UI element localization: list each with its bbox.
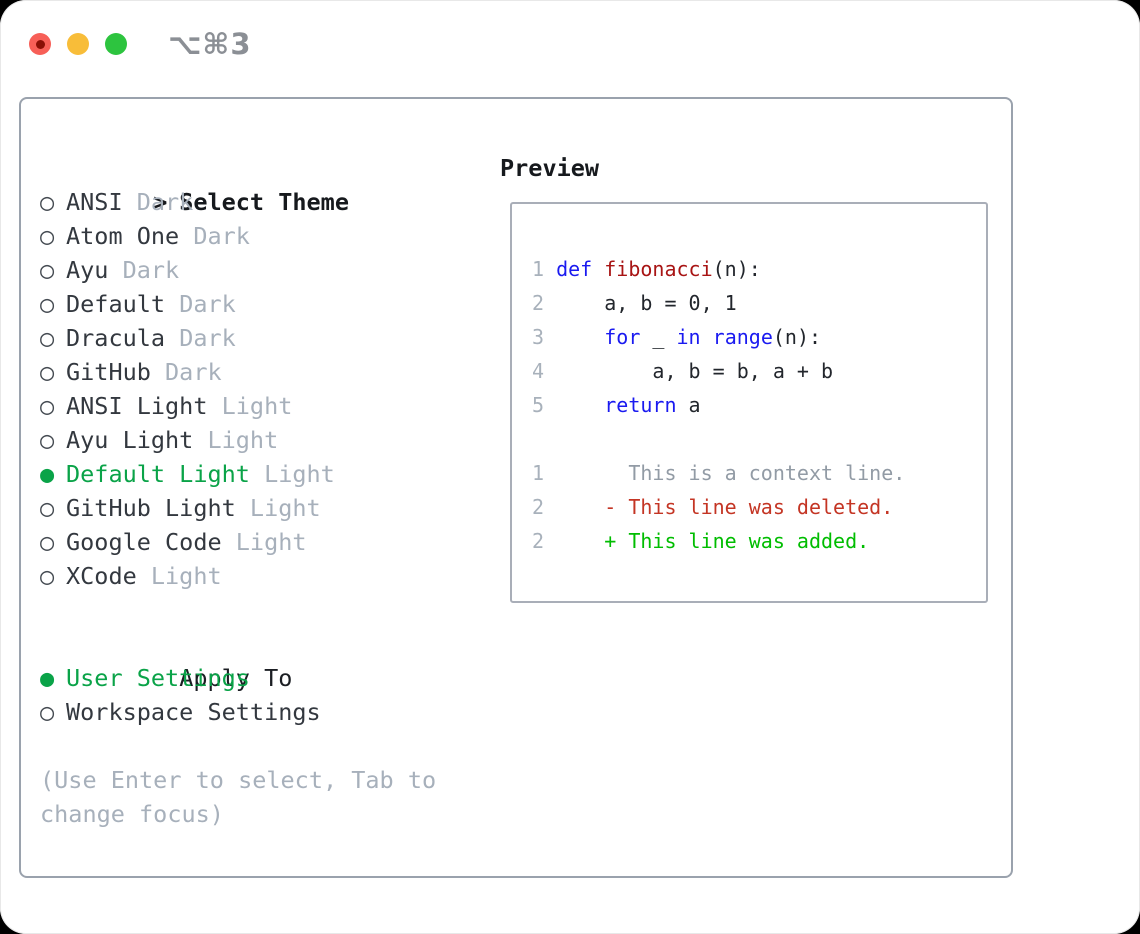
theme-option[interactable]: ○ XCode Light bbox=[40, 559, 436, 593]
apply-to-title: Apply To bbox=[179, 664, 293, 692]
theme-option[interactable]: ○ Default Dark bbox=[40, 287, 436, 321]
theme-option[interactable]: ○ Google Code Light bbox=[40, 525, 436, 559]
keyboard-shortcut-label: ⌥⌘3 bbox=[168, 27, 252, 61]
theme-option[interactable]: ● Default Light Light bbox=[40, 457, 436, 491]
theme-variant: Light bbox=[207, 426, 279, 454]
theme-variant: Dark bbox=[193, 222, 250, 250]
traffic-light-zoom-button[interactable] bbox=[105, 33, 127, 55]
radio-icon: ○ bbox=[40, 188, 55, 216]
theme-variant: Light bbox=[150, 562, 222, 590]
apply-option[interactable]: ○ Workspace Settings bbox=[40, 695, 436, 729]
theme-variant: Dark bbox=[165, 358, 222, 386]
radio-icon: ○ bbox=[40, 392, 55, 420]
theme-name: Atom One bbox=[66, 222, 180, 250]
theme-name: ANSI Light bbox=[66, 392, 208, 420]
radio-icon: ○ bbox=[40, 290, 55, 318]
apply-to-header: Apply To bbox=[40, 627, 436, 692]
radio-icon: ○ bbox=[40, 358, 55, 386]
spacer bbox=[40, 593, 436, 627]
theme-name: Default bbox=[66, 290, 166, 318]
theme-option[interactable]: ○ Dracula Dark bbox=[40, 321, 436, 355]
apply-option-label: User Settings bbox=[66, 664, 250, 692]
theme-variant: Light bbox=[221, 392, 293, 420]
radio-icon: ○ bbox=[40, 528, 55, 556]
radio-icon: ○ bbox=[40, 426, 55, 454]
theme-variant: Light bbox=[235, 528, 307, 556]
radio-icon: ○ bbox=[40, 222, 55, 250]
preview-header: Preview bbox=[500, 154, 600, 182]
preview-box: 1 def fibonacci(n): 2 a, b = 0, 1 3 for … bbox=[510, 202, 988, 603]
theme-variant: Dark bbox=[122, 256, 180, 284]
radio-icon: ○ bbox=[40, 324, 55, 352]
theme-option[interactable]: ○ GitHub Dark bbox=[40, 355, 436, 389]
radio-icon: ○ bbox=[40, 256, 55, 284]
focus-prompt-icon: > bbox=[153, 188, 168, 216]
radio-icon: ○ bbox=[40, 494, 55, 522]
help-text-line: (Use Enter to select, Tab to bbox=[40, 766, 437, 794]
theme-name: GitHub bbox=[66, 358, 151, 386]
select-theme-header: > Select Theme bbox=[40, 151, 436, 216]
traffic-light-close-button[interactable] bbox=[29, 33, 51, 55]
theme-name: GitHub Light bbox=[66, 494, 236, 522]
radio-icon: ○ bbox=[40, 698, 55, 726]
theme-variant: Dark bbox=[136, 188, 194, 216]
close-dot-icon bbox=[35, 39, 45, 49]
radio-icon: ○ bbox=[40, 562, 55, 590]
theme-variant: Light bbox=[249, 494, 321, 522]
theme-name: Ayu Light bbox=[66, 426, 194, 454]
traffic-light-minimize-button[interactable] bbox=[67, 33, 89, 55]
theme-option[interactable]: ○ Ayu Dark bbox=[40, 253, 436, 287]
apply-option[interactable]: ● User Settings bbox=[40, 661, 436, 695]
theme-variant: Dark bbox=[179, 324, 236, 352]
theme-name: XCode bbox=[66, 562, 137, 590]
help-text-line: change focus) bbox=[40, 800, 224, 828]
select-theme-title: Select Theme bbox=[179, 188, 349, 216]
theme-name: Default Light bbox=[66, 460, 250, 488]
apply-to-list: ● User Settings ○ Workspace Settings bbox=[40, 661, 436, 729]
theme-option[interactable]: ○ Ayu Light Light bbox=[40, 423, 436, 457]
theme-name: ANSI bbox=[66, 188, 123, 216]
apply-option-label: Workspace Settings bbox=[66, 698, 321, 726]
theme-option[interactable]: ○ ANSI Dark bbox=[40, 185, 436, 219]
radio-icon: ● bbox=[40, 664, 55, 692]
theme-name: Ayu bbox=[66, 256, 109, 284]
theme-option[interactable]: ○ GitHub Light Light bbox=[40, 491, 436, 525]
titlebar: ⌥⌘3 bbox=[29, 27, 252, 61]
code-preview: 1 def fibonacci(n): 2 a, b = 0, 1 3 for … bbox=[532, 257, 906, 553]
theme-variant: Light bbox=[264, 460, 335, 488]
theme-name: Google Code bbox=[66, 528, 222, 556]
help-text: (Use Enter to select, Tab to change focus… bbox=[40, 763, 436, 831]
theme-variant: Dark bbox=[179, 290, 236, 318]
spacer bbox=[40, 729, 436, 763]
theme-option[interactable]: ○ Atom One Dark bbox=[40, 219, 436, 253]
theme-name: Dracula bbox=[66, 324, 166, 352]
radio-icon: ● bbox=[40, 460, 55, 488]
theme-option[interactable]: ○ ANSI Light Light bbox=[40, 389, 436, 423]
